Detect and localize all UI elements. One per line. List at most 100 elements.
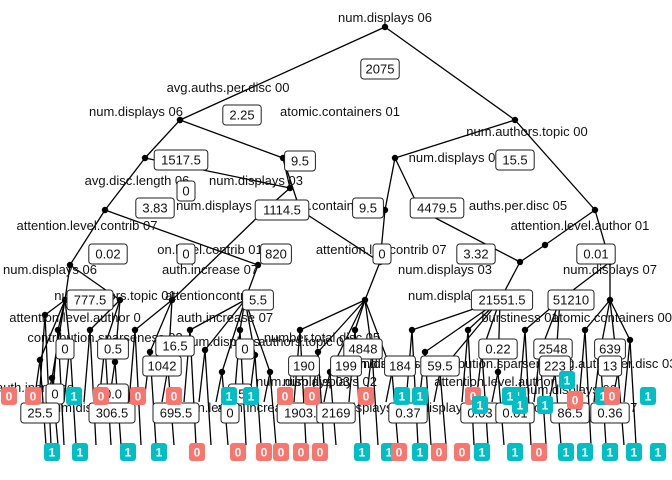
split-label: attention.level.author 0 — [9, 310, 141, 325]
leaf-class-label: 0 — [261, 446, 268, 460]
leaf-class-label: 1 — [71, 390, 78, 404]
threshold-box — [135, 197, 175, 219]
leaf-box-lower — [312, 443, 328, 461]
tree-edge — [179, 119, 284, 159]
tree-edge — [519, 244, 546, 263]
split-label: num.displays 03 — [398, 262, 492, 277]
leaf-class-label: 0 — [363, 390, 370, 404]
leaf-class-label: 0 — [436, 446, 443, 460]
leaf-class-label: 1 — [655, 446, 662, 460]
split-label: attention.level.contrib 07 — [17, 218, 158, 233]
tree-node — [314, 348, 322, 356]
split-label: num.displays 03 — [256, 374, 350, 389]
leaf-box-lower — [354, 443, 370, 461]
threshold-box — [330, 355, 362, 377]
threshold-box — [55, 338, 75, 360]
tree-edge — [134, 299, 173, 331]
tree-edge — [179, 26, 386, 121]
leaf-box-lower — [454, 443, 470, 461]
tree-edge — [171, 209, 266, 301]
threshold-value: 199 — [335, 359, 357, 374]
leaf-box-upper — [93, 387, 109, 405]
threshold-value: 1042 — [148, 359, 177, 374]
split-label: num.authors.topic 00 — [466, 124, 587, 139]
threshold-value: 3.83 — [142, 201, 167, 216]
tree-node — [494, 368, 502, 376]
threshold-value: 2.25 — [229, 108, 254, 123]
split-label: num.displays 03 — [209, 173, 303, 188]
tree-edge — [461, 329, 469, 403]
leaf-box-upper — [412, 387, 428, 405]
leaf-box-upper — [604, 387, 620, 405]
leaf-class-label: 0 — [235, 446, 242, 460]
tree-node — [351, 326, 359, 334]
tree-edge — [609, 299, 631, 341]
threshold-value: 223 — [544, 359, 566, 374]
leaf-class-label: 0 — [98, 390, 105, 404]
tree-edge — [299, 329, 307, 446]
split-label: auth.increase 07 — [177, 310, 273, 325]
threshold-value: 2548 — [539, 342, 568, 357]
threshold-box — [495, 149, 535, 171]
threshold-value: 2169 — [322, 406, 351, 421]
leaf-box-upper — [243, 387, 259, 405]
leaf-box-upper — [25, 387, 41, 405]
leaf-class-label: 1 — [600, 390, 607, 404]
leaf-box-lower — [230, 443, 246, 461]
leaf-class-label: 1 — [359, 446, 366, 460]
leaf-box-lower — [650, 443, 666, 461]
tree-node — [421, 348, 429, 356]
split-label: avg.disc.length 06 — [85, 173, 190, 188]
tree-edge — [514, 119, 596, 211]
tree-node — [101, 206, 109, 214]
tree-node — [464, 326, 472, 334]
leaf-class-label: 1 — [248, 390, 255, 404]
tree-node — [176, 116, 184, 124]
tree-node — [218, 368, 226, 376]
threshold-box — [235, 338, 255, 360]
leaf-class-label: 0 — [459, 446, 466, 460]
tree-edge — [384, 157, 396, 211]
leaf-class-label: 1 — [226, 390, 233, 404]
leaf-class-label: 1 — [542, 399, 549, 413]
threshold-box — [176, 243, 196, 265]
leaf-box-lower — [602, 443, 618, 461]
threshold-value: 13 — [603, 359, 617, 374]
leaf-class-label: 1 — [125, 446, 132, 460]
leaf-box-lower — [558, 443, 574, 461]
tree-edge — [189, 299, 246, 331]
leaf-box-upper — [130, 387, 146, 405]
leaf-box-upper — [394, 387, 410, 405]
threshold-box — [384, 355, 416, 377]
split-label: num.displays 06 — [3, 262, 97, 277]
threshold-box — [142, 355, 182, 377]
split-label: attention.level.author 0 — [434, 374, 566, 389]
leaf-boxes: 0010001100011011111010111111000000110100… — [1, 371, 666, 461]
leaf-box-lower — [273, 443, 289, 461]
leaf-class-label: 1 — [645, 390, 652, 404]
leaf-class-label: 0 — [135, 390, 142, 404]
threshold-value: 820 — [265, 247, 287, 262]
tree-node — [54, 326, 62, 334]
tree-edge — [524, 329, 532, 446]
leaf-class-label: 0 — [317, 446, 324, 460]
threshold-value: 0.5 — [104, 342, 122, 357]
tree-edge — [584, 299, 611, 331]
threshold-box — [222, 104, 262, 126]
tree-edge — [544, 209, 596, 246]
tree-edge — [354, 299, 366, 331]
threshold-value: 0 — [61, 342, 68, 357]
leaf-box-upper — [166, 387, 182, 405]
threshold-box — [343, 338, 383, 360]
threshold-value: 9.5 — [359, 201, 377, 216]
tree-edge — [371, 351, 379, 446]
leaf-class-label: 0 — [536, 446, 543, 460]
threshold-value: 21551.5 — [479, 293, 526, 308]
threshold-value: 4848 — [349, 342, 378, 357]
leaf-box-upper — [567, 391, 583, 409]
threshold-value: 4479.5 — [417, 201, 457, 216]
tree-edge — [215, 371, 223, 403]
tree-edge — [149, 299, 173, 353]
leaf-box-lower — [391, 443, 407, 461]
